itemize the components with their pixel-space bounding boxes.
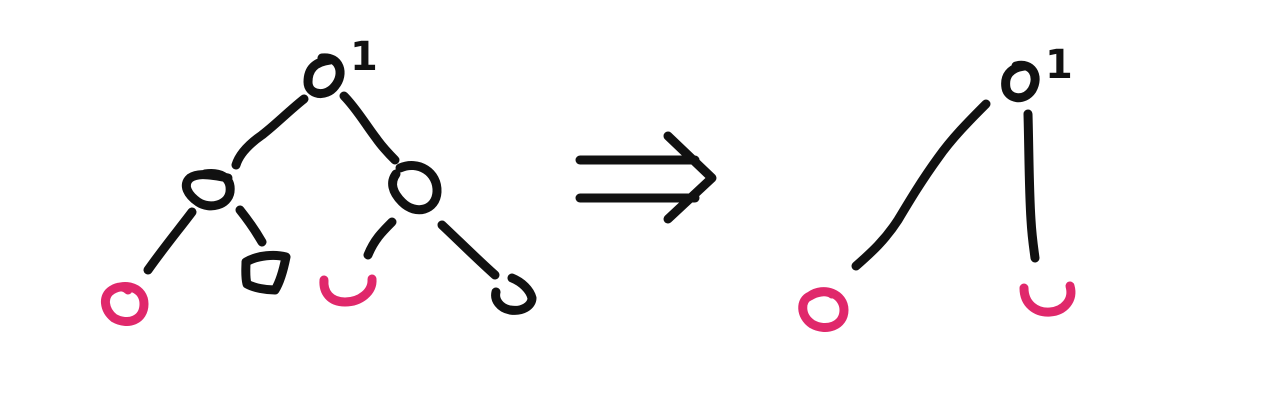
edge-root-to-right-leaf <box>1023 109 1040 263</box>
edge-root-to-right-child <box>339 91 400 165</box>
edge-left-child-to-right-leaf <box>235 205 267 247</box>
right-tree-right-leaf-node <box>1019 281 1076 317</box>
right-tree-edges <box>851 99 1040 271</box>
right-tree-root-label: 1 <box>1045 42 1073 88</box>
edge-right-child-to-left-leaf <box>363 217 397 260</box>
right-right-leaf-node <box>491 273 537 315</box>
edge-root-to-left-child <box>231 94 309 170</box>
arrow-head <box>663 131 717 224</box>
left-tree-root-label: 1 <box>350 34 378 80</box>
edge-right-child-to-right-leaf <box>437 220 500 280</box>
right-child-node <box>388 161 442 215</box>
left-left-leaf-node <box>101 282 149 326</box>
implies-arrow-icon <box>575 131 717 224</box>
right-tree-root-node <box>1001 60 1040 103</box>
edge-root-to-left-leaf <box>851 99 991 271</box>
left-tree-edges <box>143 91 500 280</box>
left-right-leaf-node <box>241 250 291 295</box>
left-tree: 1 <box>101 34 537 326</box>
left-tree-root-node <box>303 53 345 98</box>
left-child-node <box>181 169 235 211</box>
right-tree-left-leaf-node <box>798 287 849 332</box>
right-tree: 1 <box>798 42 1076 332</box>
edge-left-child-to-left-leaf <box>143 207 197 275</box>
right-left-leaf-node <box>319 274 377 307</box>
